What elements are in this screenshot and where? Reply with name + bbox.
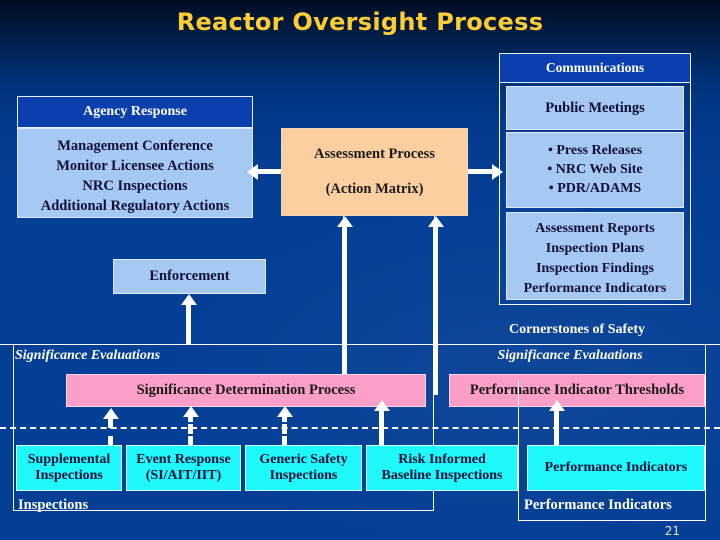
arrow-assessment-to-agency-head — [247, 163, 258, 180]
cornerstones-of-safety-label: Cornerstones of Safety — [508, 322, 646, 337]
arrow-supplemental-head — [102, 408, 119, 419]
arrow-assessment-to-communications-shaft — [468, 169, 492, 174]
significance-left-section-label: Significance Evaluations — [15, 348, 161, 363]
left-group-bottom — [13, 510, 434, 511]
arrow-risk-informed-head — [373, 400, 390, 411]
agency-response-item: Monitor Licensee Actions — [56, 158, 214, 174]
arrow-pit-to-assessment-head — [427, 216, 444, 227]
assessment-action-matrix-label: (Action Matrix) — [325, 181, 424, 197]
assessment-process-box: Assessment Process (Action Matrix) — [281, 128, 468, 216]
inspection-box-risk-informed: Risk Informed Baseline Inspections — [366, 445, 518, 491]
inspection-box-line2: Baseline Inspections — [381, 468, 503, 483]
inspection-box-event-response: Event Response (SI/AIT/IIT) — [126, 445, 241, 491]
communications-reports-box: Assessment Reports Inspection Plans Insp… — [506, 212, 684, 300]
significance-determination-process-box: Significance Determination Process — [66, 374, 426, 407]
arrow-event-response-head — [182, 406, 199, 417]
dashed-separator-line — [0, 427, 720, 429]
significance-left-section-frame — [13, 344, 434, 380]
agency-response-header-label: Agency Response — [83, 104, 187, 119]
arrow-to-enforcement-shaft — [186, 305, 191, 344]
agency-response-header: Agency Response — [17, 96, 253, 128]
communications-report-item: Inspection Findings — [536, 261, 654, 276]
communications-header: Communications — [499, 53, 691, 83]
communications-report-item: Assessment Reports — [535, 221, 655, 236]
communications-bullet: • PDR/ADAMS — [548, 181, 642, 196]
enforcement-box: Enforcement — [113, 259, 266, 294]
significance-determination-process-label: Significance Determination Process — [136, 382, 356, 398]
public-meetings-box: Public Meetings — [506, 86, 684, 130]
agency-response-item: NRC Inspections — [82, 178, 188, 194]
inspection-box-line2: Inspections — [269, 468, 338, 483]
arrow-performance-indicators-head — [548, 400, 565, 411]
left-group-left-wall — [13, 380, 14, 510]
inspection-box-line1: Event Response — [136, 452, 231, 467]
agency-response-body: Management Conference Monitor Licensee A… — [17, 128, 253, 218]
arrow-assessment-to-agency-shaft — [258, 169, 281, 174]
inspections-group-label: Inspections — [18, 497, 89, 513]
performance-indicator-thresholds-box: Performance Indicator Thresholds — [449, 374, 705, 407]
inspection-box-generic-safety: Generic Safety Inspections — [245, 445, 362, 491]
arrow-assessment-to-communications-head — [492, 163, 503, 180]
arrow-generic-safety-shaft — [282, 412, 287, 446]
page-number: 21 — [664, 524, 680, 538]
inspection-box-line1: Risk Informed — [398, 452, 486, 467]
communications-report-item: Inspection Plans — [545, 241, 645, 256]
right-group-bottom — [518, 520, 706, 521]
inspection-box-line1: Supplemental — [27, 452, 111, 467]
assessment-process-label: Assessment Process — [314, 146, 435, 162]
communications-bullets-box: • Press Releases • NRC Web Site • PDR/AD… — [506, 132, 684, 208]
communications-bullet: • Press Releases — [547, 143, 643, 158]
arrow-generic-safety-head — [276, 406, 293, 417]
right-group-right-wall — [705, 380, 706, 520]
page-title: Reactor Oversight Process — [176, 8, 544, 36]
agency-response-item: Management Conference — [57, 138, 213, 154]
communications-report-item: Performance Indicators — [523, 281, 667, 296]
significance-right-section-frame — [434, 344, 706, 380]
arrow-to-enforcement-head — [180, 294, 197, 305]
arrow-pit-to-assessment-shaft — [433, 227, 438, 395]
arrow-event-response-shaft — [188, 412, 193, 446]
inspection-box-line2: (SI/AIT/IIT) — [145, 468, 222, 483]
right-group-left-wall — [518, 380, 519, 520]
arrow-performance-indicators-shaft — [554, 410, 559, 446]
agency-response-item: Additional Regulatory Actions — [40, 198, 230, 214]
communications-bullet: • NRC Web Site — [547, 162, 643, 177]
communications-header-label: Communications — [545, 60, 645, 75]
arrow-sdp-to-assessment-head — [336, 216, 353, 227]
arrow-supplemental-shaft — [108, 418, 113, 446]
inspection-box-supplemental: Supplemental Inspections — [16, 445, 122, 491]
arrow-risk-informed-shaft — [379, 410, 384, 446]
public-meetings-label: Public Meetings — [545, 99, 645, 116]
arrow-sdp-to-assessment-shaft — [342, 227, 347, 395]
performance-indicators-group-label: Performance Indicators — [524, 497, 672, 513]
performance-indicators-box: Performance Indicators — [527, 445, 705, 491]
performance-indicator-thresholds-label: Performance Indicator Thresholds — [469, 382, 685, 398]
performance-indicators-box-label: Performance Indicators — [544, 460, 688, 475]
inspection-box-line2: Inspections — [35, 468, 103, 483]
enforcement-label: Enforcement — [149, 268, 230, 284]
inspection-box-line1: Generic Safety — [259, 452, 348, 467]
significance-right-section-label: Significance Evaluations — [497, 348, 643, 363]
